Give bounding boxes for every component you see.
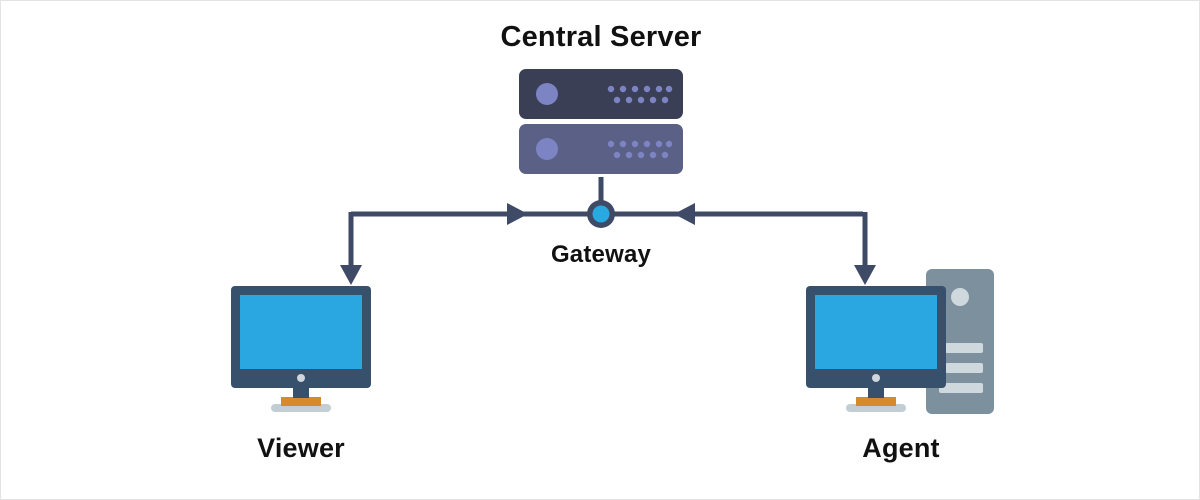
arrowheads: [340, 203, 876, 285]
agent-monitor-screen: [815, 295, 937, 369]
agent-stand-base: [856, 397, 896, 406]
gateway-icon: [587, 200, 615, 228]
viewer-stand-neck: [293, 387, 309, 398]
arrow-left-icon: [674, 203, 695, 225]
viewer-label: Viewer: [257, 433, 345, 463]
server-icon: [519, 69, 683, 174]
arrow-down-right-icon: [854, 265, 876, 285]
agent-monitor-dot: [872, 374, 880, 382]
gateway-core: [592, 205, 610, 223]
viewer-monitor-dot: [297, 374, 305, 382]
server-unit-top: [519, 69, 683, 119]
viewer-stand-base: [281, 397, 321, 406]
agent-label: Agent: [862, 433, 940, 463]
viewer-monitor-screen: [240, 295, 362, 369]
server-unit-bottom: [519, 124, 683, 174]
server-detail-dots: [536, 83, 673, 160]
viewer-monitor-icon: [231, 286, 371, 412]
arrow-down-left-icon: [340, 265, 362, 285]
agent-tower-vents: [939, 343, 983, 393]
central-server-label: Central Server: [500, 21, 702, 53]
agent-tower-button: [951, 288, 969, 306]
gateway-label: Gateway: [550, 241, 652, 268]
agent-workstation-icon: [806, 269, 994, 414]
arrow-right-icon: [507, 203, 528, 225]
agent-stand-neck: [868, 387, 884, 398]
